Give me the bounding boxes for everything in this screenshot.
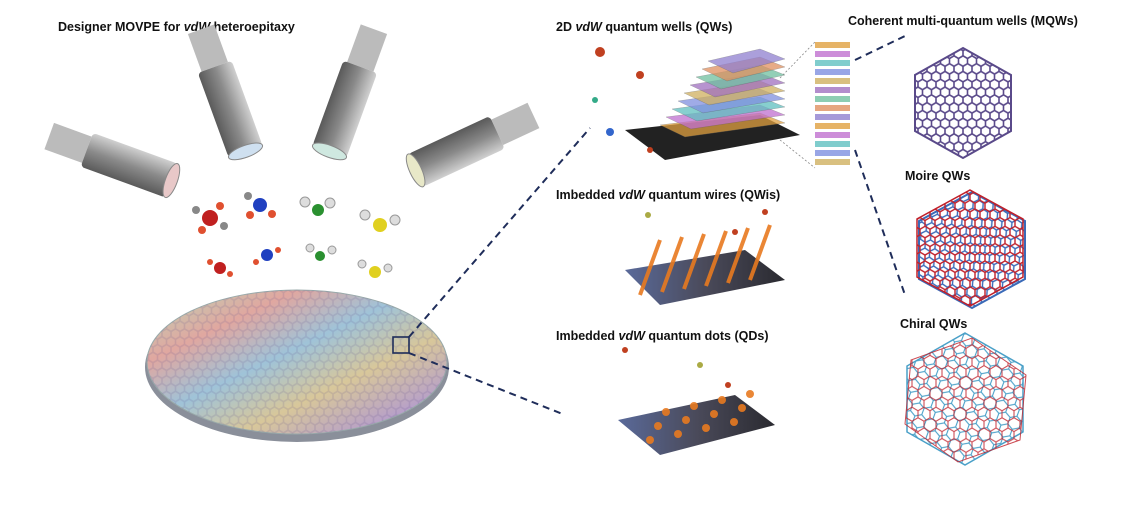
mqw-layer	[815, 60, 850, 66]
chiral-flake	[904, 332, 1027, 466]
quantum-wire	[748, 224, 772, 281]
chiral-title: Chiral QWs	[900, 317, 968, 331]
mqw-layer	[815, 69, 850, 75]
mqw-layer	[815, 87, 850, 93]
qd-illustration	[618, 347, 775, 455]
quantum-dot	[746, 390, 754, 398]
mqw-flake	[914, 46, 1012, 160]
quantum-wire	[660, 236, 684, 293]
mqw-title: Coherent multi-quantum wells (MQWs)	[848, 14, 1078, 28]
mqw-layer	[815, 114, 850, 120]
quantum-wire	[704, 230, 728, 287]
qwi-title: Imbedded vdW quantum wires (QWis)	[556, 188, 781, 202]
qw-illustration	[592, 47, 800, 160]
mqw-layer	[815, 132, 850, 138]
precursor-source-3	[311, 24, 388, 161]
moire-flake	[916, 189, 1026, 310]
qd-title: Imbedded vdW quantum dots (QDs)	[556, 329, 769, 343]
quantum-dot	[646, 436, 654, 444]
moire-title: Moire QWs	[905, 169, 971, 183]
mqw-layer	[815, 141, 850, 147]
wafer-zoom-box	[392, 336, 410, 354]
zoom-connectors	[408, 35, 906, 416]
stack-connectors	[779, 41, 816, 169]
quantum-dot	[654, 422, 662, 430]
quantum-wire	[638, 239, 662, 296]
qw-layer	[707, 48, 786, 74]
mqw-layer	[815, 96, 850, 102]
quantum-dot	[718, 396, 726, 404]
precursor-source-2	[187, 24, 264, 161]
quantum-dot	[730, 418, 738, 426]
mqw-layer-stack	[815, 42, 850, 165]
mqw-layer	[815, 159, 850, 165]
qw-title: 2D vdW quantum wells (QWs)	[556, 20, 733, 34]
mqw-layer	[815, 42, 850, 48]
precursor-source-4	[405, 102, 540, 188]
quantum-dot	[710, 410, 718, 418]
mqw-layer	[815, 78, 850, 84]
quantum-wire	[726, 227, 750, 284]
quantum-wire	[682, 233, 706, 290]
mqw-layer	[815, 150, 850, 156]
quantum-dot	[674, 430, 682, 438]
precursor-source-1	[44, 122, 181, 199]
mqw-layer	[815, 123, 850, 129]
mqw-layer	[815, 105, 850, 111]
quantum-dot	[738, 404, 746, 412]
qwi-illustration	[625, 209, 785, 305]
mqw-layer	[815, 51, 850, 57]
precursor-molecules	[192, 192, 401, 278]
quantum-dot	[682, 416, 690, 424]
quantum-dot	[690, 402, 698, 410]
quantum-dot	[662, 408, 670, 416]
quantum-dot	[702, 424, 710, 432]
